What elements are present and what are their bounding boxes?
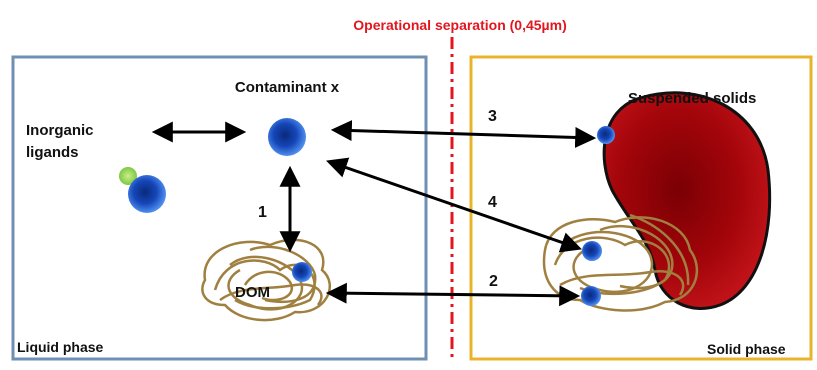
ligand-green-particle bbox=[119, 167, 137, 185]
separator-label: Operational separation (0,45µm) bbox=[353, 17, 566, 33]
arrow-number-4: 4 bbox=[488, 194, 497, 211]
arrow-3 bbox=[330, 120, 597, 148]
inorganic-ligands-label-2: ligands bbox=[26, 144, 79, 161]
dom-tangle-liquid bbox=[201, 238, 332, 322]
dom-solid-contaminant-lower bbox=[581, 286, 601, 306]
ligand-complex-particle bbox=[128, 175, 166, 213]
dom-solid-contaminant-upper bbox=[582, 241, 602, 261]
arrow-number-2: 2 bbox=[489, 273, 498, 290]
arrow-number-3: 3 bbox=[488, 108, 497, 125]
solid-phase-label: Solid phase bbox=[707, 341, 786, 357]
arrow-2 bbox=[325, 282, 581, 307]
suspended-solid-particle bbox=[602, 91, 772, 310]
arrow-4 bbox=[326, 157, 582, 253]
suspended-solids-label: Suspended solids bbox=[628, 90, 756, 107]
dom-bound-contaminant bbox=[292, 262, 312, 282]
solid-bound-contaminant bbox=[597, 126, 615, 144]
liquid-phase-label: Liquid phase bbox=[17, 339, 104, 355]
inorganic-ligands-label-1: Inorganic bbox=[26, 122, 94, 139]
liquid-phase-box bbox=[11, 55, 428, 361]
contaminant-x-particle bbox=[268, 118, 306, 156]
contaminant-label: Contaminant x bbox=[235, 79, 340, 96]
arrow-number-1: 1 bbox=[258, 204, 267, 221]
dom-label: DOM bbox=[235, 284, 270, 301]
dom-tangle-solid bbox=[542, 213, 699, 312]
